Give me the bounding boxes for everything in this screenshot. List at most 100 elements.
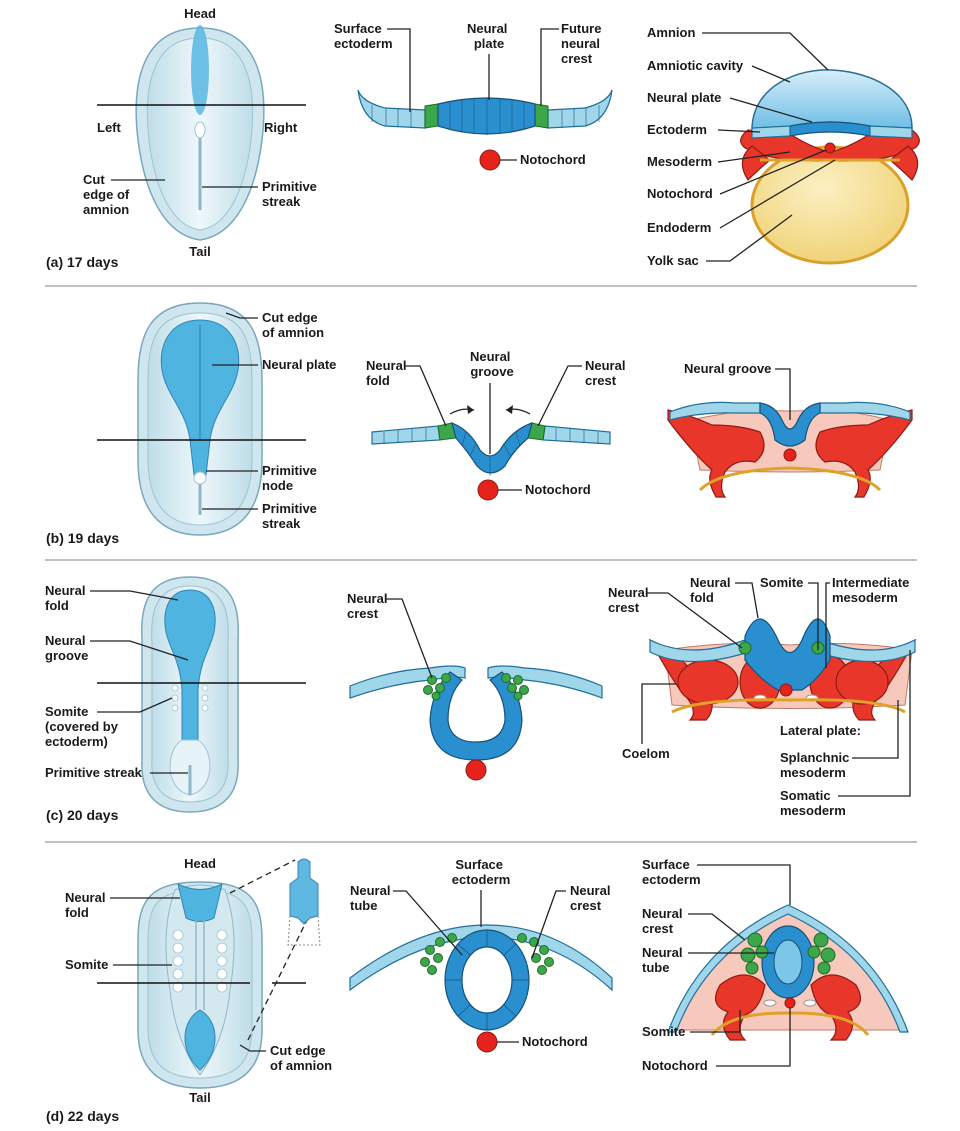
label-neural-fold-r-c: Neural fold bbox=[690, 575, 734, 605]
label-notochord-d: Notochord bbox=[522, 1034, 588, 1049]
label-tail-d: Tail bbox=[189, 1090, 210, 1105]
leader-somite-c bbox=[97, 697, 173, 713]
label-left-a: Left bbox=[97, 120, 122, 135]
label-neural-groove-b: Neural groove bbox=[470, 349, 514, 379]
label-head-a: Head bbox=[184, 6, 216, 21]
embryo-22-days bbox=[137, 881, 263, 1089]
embryo-17-days bbox=[135, 25, 265, 241]
label-somite-r-c: Somite bbox=[760, 575, 803, 590]
leader-neural-crest-c bbox=[385, 598, 433, 679]
notochord-c bbox=[465, 759, 487, 781]
leader-mesoderm-a bbox=[717, 151, 791, 163]
neural-plate-section-a bbox=[357, 89, 613, 171]
label-intermediate-mesoderm-c: Intermediate mesoderm bbox=[832, 575, 913, 605]
label-neural-fold-c: Neural fold bbox=[45, 583, 89, 613]
neural-tube-section-d bbox=[349, 924, 613, 1053]
leader-neural-fold-c bbox=[90, 590, 179, 601]
label-lateral-plate-c: Lateral plate: bbox=[780, 723, 861, 738]
notochord-d bbox=[476, 1031, 498, 1053]
label-primitive-node-b: Primitive node bbox=[262, 463, 321, 493]
embryo-20-days bbox=[140, 576, 240, 813]
leader-neural-groove-r-b bbox=[775, 368, 791, 420]
embryo-cross-section-b bbox=[667, 401, 913, 498]
label-amniotic-cavity-a: Amniotic cavity bbox=[647, 58, 744, 73]
leader-cut-edge-d bbox=[239, 1044, 266, 1052]
label-surface-ectoderm-r-d: Surface ectoderm bbox=[642, 857, 701, 887]
panel-b: Cut edge of amnion Neural plate Primitiv… bbox=[46, 302, 913, 546]
label-neural-crest-r-d: Neural crest bbox=[642, 906, 686, 936]
leader-amnion-a bbox=[702, 32, 829, 71]
leader-ectoderm-a bbox=[717, 129, 761, 133]
label-tail-a: Tail bbox=[189, 244, 210, 259]
leader-somatic-c bbox=[838, 650, 911, 797]
leader-somite-r-c bbox=[808, 582, 819, 650]
leader-surface-ectoderm-r-d bbox=[697, 864, 791, 905]
label-primitive-streak-c: Primitive streak bbox=[45, 765, 143, 780]
label-somatic-c: Somatic mesoderm bbox=[780, 788, 846, 818]
label-cut-edge-d: Cut edge of amnion bbox=[270, 1043, 332, 1073]
label-neural-groove-c: Neural groove bbox=[45, 633, 89, 663]
label-ectoderm-a: Ectoderm bbox=[647, 122, 707, 137]
notochord-b bbox=[477, 479, 499, 501]
panel-a: Head Tail Left Right Cut edge of amnion … bbox=[46, 6, 920, 270]
label-neural-plate-a: Neural plate bbox=[467, 21, 511, 51]
panel-c: Neural fold Neural groove Somite (covere… bbox=[45, 575, 917, 823]
embryo-cross-section-a bbox=[740, 69, 920, 265]
label-neural-plate-b: Neural plate bbox=[262, 357, 336, 372]
caption-c: (c) 20 days bbox=[46, 807, 119, 823]
embryo-cross-section-c bbox=[648, 618, 917, 721]
label-neural-fold-b: Neural fold bbox=[366, 358, 410, 388]
label-head-d: Head bbox=[184, 856, 216, 871]
caption-a: (a) 17 days bbox=[46, 254, 119, 270]
embryo-cross-section-d bbox=[667, 904, 909, 1041]
leader-yolk-sac-a bbox=[706, 214, 793, 262]
leader-neural-crest-r-c bbox=[647, 592, 743, 649]
label-somite-c: Somite (covered by ectoderm) bbox=[45, 704, 122, 749]
caption-d: (d) 22 days bbox=[46, 1108, 119, 1124]
label-cut-edge-b: Cut edge of amnion bbox=[262, 310, 324, 340]
leader-neural-tube-d bbox=[393, 890, 463, 956]
label-amnion-a: Amnion bbox=[647, 25, 695, 40]
label-neural-crest-r-c: Neural crest bbox=[608, 585, 652, 615]
leader-notochord-r-a bbox=[719, 149, 827, 195]
leader-neural-crest-b bbox=[537, 365, 582, 427]
label-yolk-sac-a: Yolk sac bbox=[647, 253, 699, 268]
leader-neural-crest-d bbox=[531, 890, 566, 959]
leader-somite-r-d bbox=[690, 1010, 741, 1033]
neural-groove-section-b bbox=[371, 405, 611, 501]
label-coelom-c: Coelom bbox=[622, 746, 670, 761]
leader-coelom-c bbox=[641, 683, 676, 744]
label-neural-tube-d: Neural tube bbox=[350, 883, 394, 913]
leader-amniotic-cavity-a bbox=[751, 65, 791, 83]
label-neural-crest-d: Neural crest bbox=[570, 883, 614, 913]
label-somite-r-d: Somite bbox=[642, 1024, 685, 1039]
label-notochord-a: Notochord bbox=[520, 152, 586, 167]
label-somite-d: Somite bbox=[65, 957, 108, 972]
label-mesoderm-a: Mesoderm bbox=[647, 154, 712, 169]
leader-neural-plate-r-a bbox=[729, 97, 813, 123]
label-right-a: Right bbox=[264, 120, 298, 135]
label-cut-edge-a: Cut edge of amnion bbox=[83, 172, 133, 217]
label-primitive-streak-a: Primitive streak bbox=[262, 179, 321, 209]
leader-neural-fold-b bbox=[404, 365, 447, 427]
label-neural-plate-r-a: Neural plate bbox=[647, 90, 721, 105]
leader-cut-edge-b bbox=[225, 312, 258, 319]
leader-neural-groove-c bbox=[90, 640, 189, 661]
label-future-neural-crest-a: Future neural crest bbox=[561, 21, 605, 66]
leader-neural-crest-r-d bbox=[688, 913, 746, 941]
label-surface-ectoderm-d: Surface ectoderm bbox=[452, 857, 511, 887]
leader-splanchnic-c bbox=[852, 700, 899, 759]
notochord-a bbox=[479, 149, 501, 171]
small-embryo-inset bbox=[229, 858, 321, 1041]
label-surface-ectoderm-a: Surface ectoderm bbox=[334, 21, 393, 51]
label-notochord-b: Notochord bbox=[525, 482, 591, 497]
label-neural-crest-c: Neural crest bbox=[347, 591, 391, 621]
label-notochord-r-a: Notochord bbox=[647, 186, 713, 201]
leader-surface-ectoderm-a bbox=[387, 28, 411, 112]
label-neural-fold-d: Neural fold bbox=[65, 890, 109, 920]
label-neural-crest-b: Neural crest bbox=[585, 358, 629, 388]
leader-neural-fold-r-c bbox=[735, 582, 759, 619]
caption-b: (b) 19 days bbox=[46, 530, 119, 546]
leader-endoderm-a bbox=[719, 159, 836, 229]
